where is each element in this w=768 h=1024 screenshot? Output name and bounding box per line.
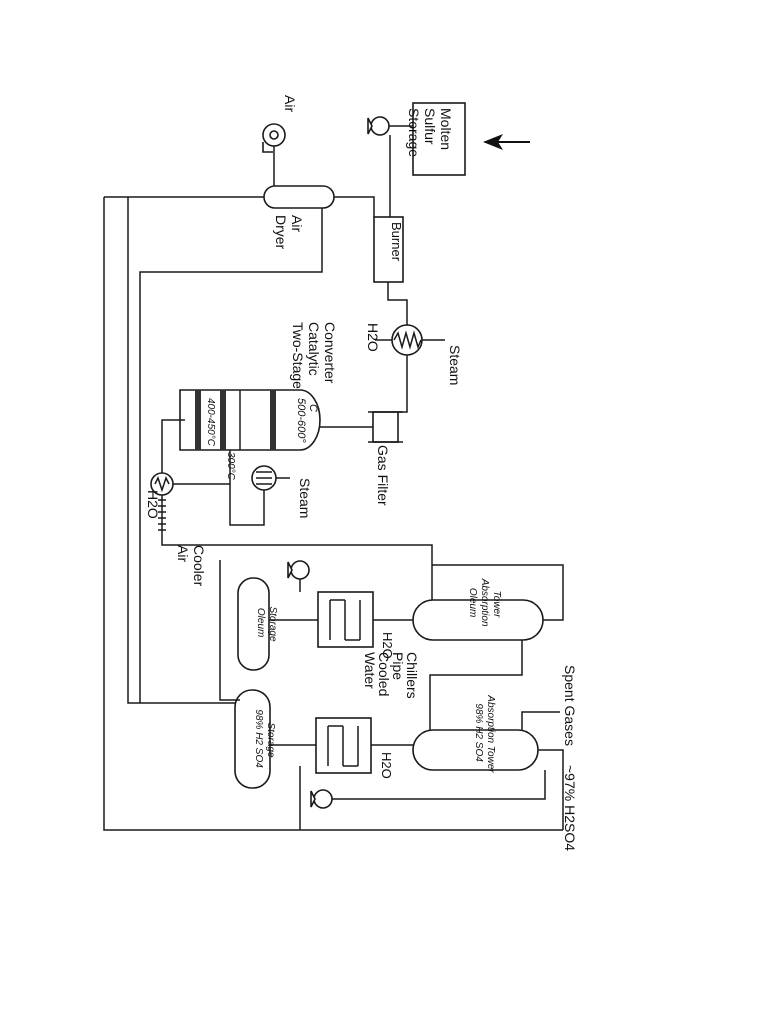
label-temp-mid: 400-450°C — [205, 398, 216, 447]
label-storage-98: 98% H2 SO4 Storage — [253, 709, 276, 770]
label-temp-low: 300°C — [225, 452, 236, 481]
process-piping — [103, 125, 564, 831]
label-oleum-storage: Oleum Storage — [255, 606, 278, 641]
label-air-dryer: Air Dryer — [273, 215, 305, 250]
air-dryer — [263, 185, 335, 209]
label-h2o-chiller-2: H2O — [379, 752, 394, 779]
label-molten-sulfur-storage: Molten Sulfur Storage — [406, 108, 454, 157]
molten-sulfur-storage-box — [412, 102, 466, 176]
air-blower — [262, 123, 286, 153]
two-stage-converter — [179, 389, 321, 451]
label-temp-top: 500-600° C — [295, 398, 319, 446]
feed-direction-arrow — [483, 134, 530, 150]
label-gas-filter: Gas Filter — [375, 445, 391, 506]
label-absorption-tower-98: 98% H2 SO4 Absorption Tower — [473, 694, 496, 773]
label-acid-97: ~97% H2SO4 — [562, 765, 578, 851]
waste-heat-boiler — [391, 324, 423, 356]
label-spent-gases: Spent Gases — [562, 665, 578, 746]
label-air: Air — [282, 95, 298, 112]
label-steam-2: Steam — [297, 478, 313, 518]
oleum-chiller — [317, 591, 374, 648]
label-h2o-cooler: H2O — [145, 490, 161, 519]
label-h2o-boiler: H2O — [365, 323, 381, 352]
burner — [373, 216, 404, 283]
storage-98 — [234, 689, 271, 789]
intercooler — [251, 465, 277, 491]
label-oleum-absorption-tower: Oleum Absorption Tower — [467, 578, 502, 630]
oleum-pump — [287, 560, 310, 580]
label-two-stage-converter: Two-Stage Catalytic Converter — [290, 322, 338, 393]
label-h2o-chiller-1: H2O — [380, 632, 395, 659]
acid-pump-98 — [310, 789, 333, 809]
label-burner: Burner — [389, 222, 404, 262]
sulfur-pump — [367, 116, 390, 136]
label-steam-boiler: Steam — [447, 345, 463, 385]
gas-filter — [368, 411, 403, 443]
oleum-storage — [237, 577, 270, 671]
label-air-cooler: Air Cooler — [175, 545, 207, 587]
label-water-cooled-pipe-chillers: Water Cooled Pipe Chillers — [362, 652, 420, 700]
acid-chiller-98 — [315, 717, 372, 774]
